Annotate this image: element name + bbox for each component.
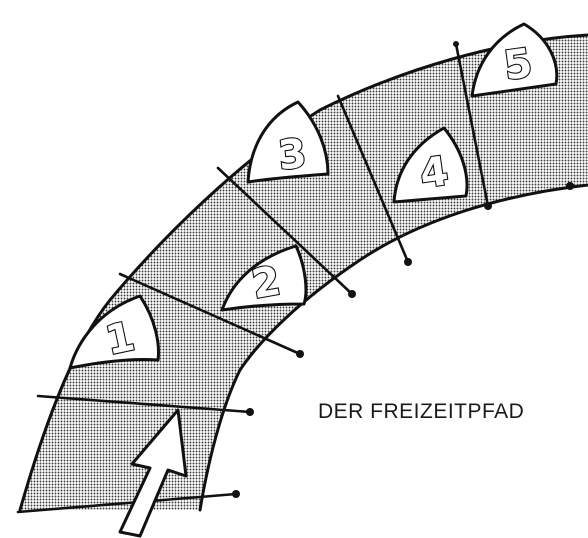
station-label-3: 3: [276, 131, 308, 180]
station-marker-1: 1: [70, 296, 158, 368]
station-marker-5: 5: [472, 24, 557, 96]
diagram-caption: DER FREIZEITPFAD: [318, 400, 524, 424]
